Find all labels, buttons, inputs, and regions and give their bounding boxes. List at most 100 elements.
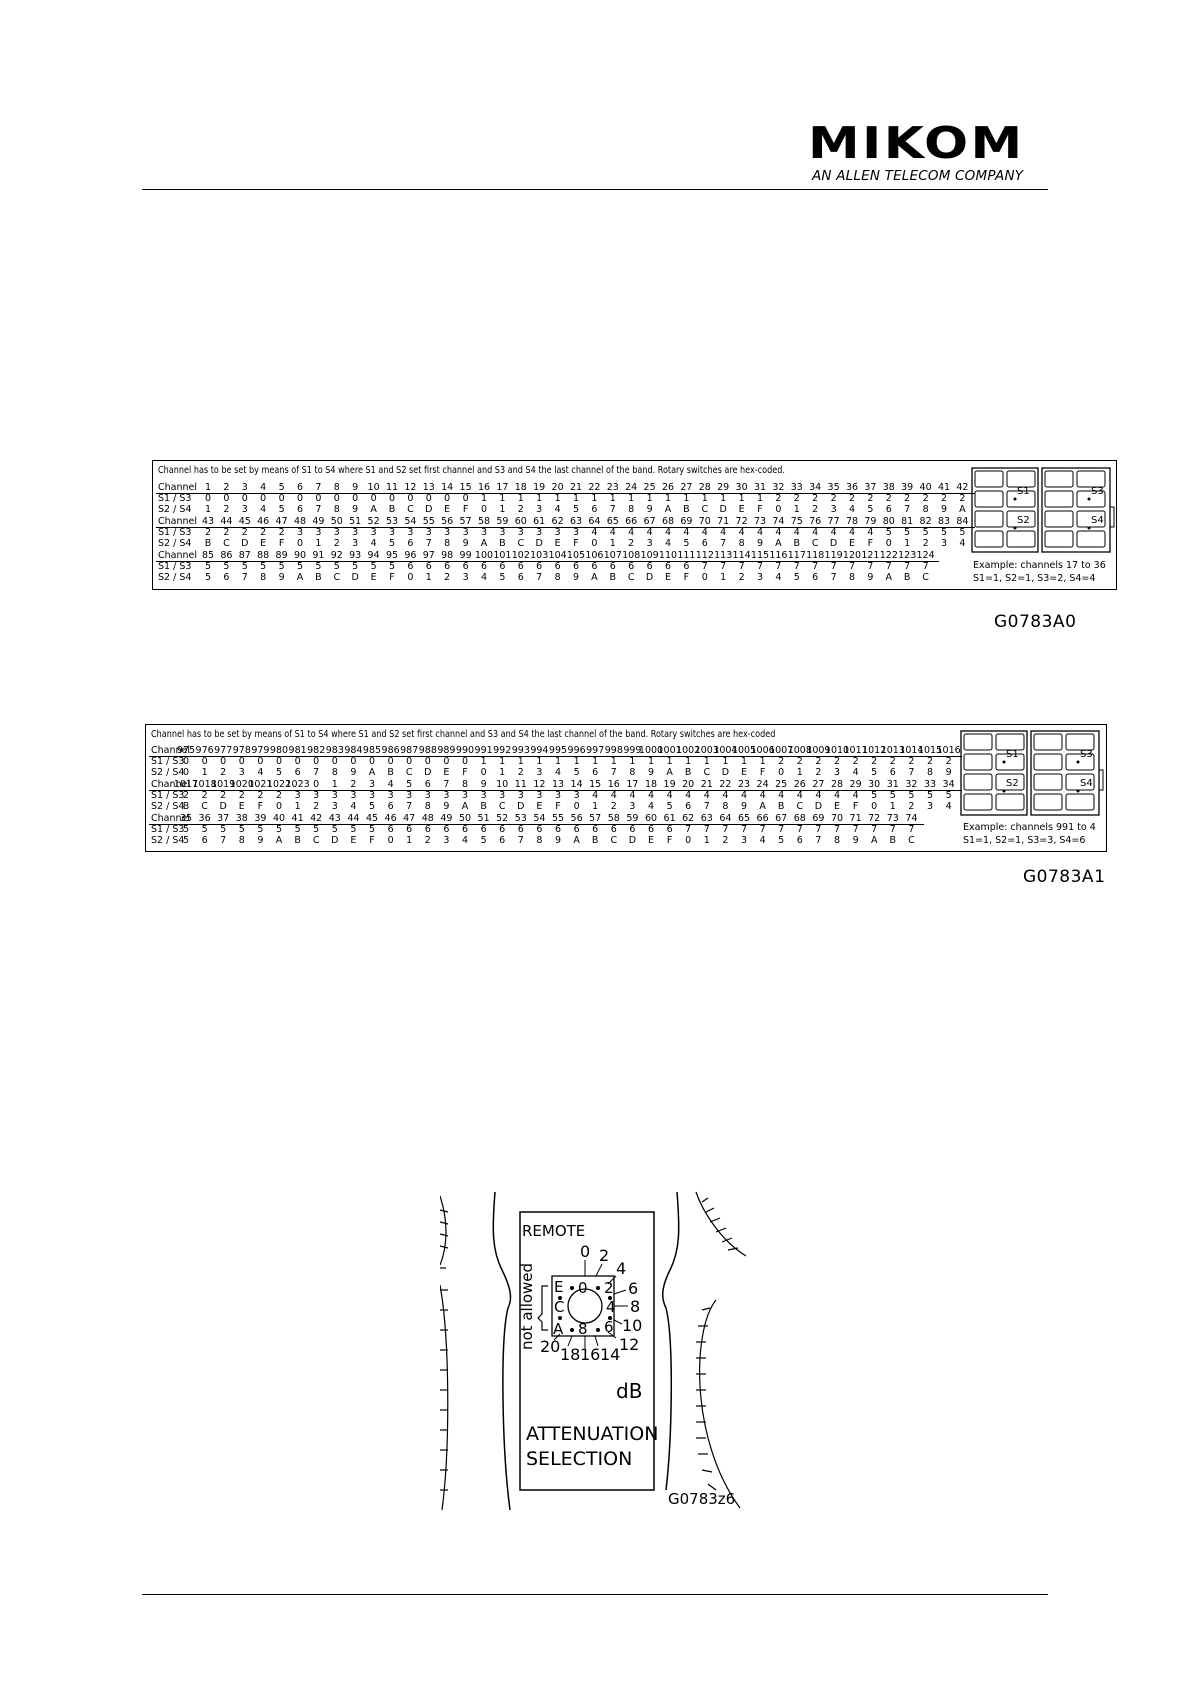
- table-cell: 0: [182, 767, 190, 778]
- table-cell: 999: [623, 745, 642, 756]
- table-cell: 9: [852, 835, 859, 846]
- table-cell: 3: [833, 767, 841, 778]
- table-cell: 5: [499, 572, 506, 583]
- table-cell: 7: [852, 824, 859, 835]
- header-rule: [142, 189, 1048, 190]
- table-cell: 8: [833, 835, 841, 846]
- table-cell: 3: [443, 790, 450, 801]
- db-16: 16: [580, 1345, 600, 1364]
- table-cell: 74: [905, 813, 918, 824]
- table-cell: 58: [607, 813, 620, 824]
- table-cell: 6: [554, 824, 562, 835]
- table-cell: 25: [775, 779, 788, 790]
- row-underline: [156, 527, 976, 528]
- table-cell: 6: [294, 767, 301, 778]
- table-cell: 7: [889, 824, 896, 835]
- table-cell: 1: [664, 493, 672, 504]
- table-cell: 27: [812, 779, 825, 790]
- table-cell: 115: [750, 550, 770, 561]
- table-cell: 90: [293, 550, 307, 561]
- table-cell: 0: [278, 493, 285, 504]
- switch-cell: [1033, 773, 1063, 791]
- table-cell: 7: [703, 824, 710, 835]
- table-cell: 5: [275, 767, 283, 778]
- switch-label-s2: S2: [1006, 778, 1019, 789]
- example-values: S1=1, S2=1, S3=3, S4=6: [963, 835, 1086, 846]
- switch-cell: [1006, 470, 1036, 488]
- table-cell: 3: [406, 790, 413, 801]
- table-cell: 5: [867, 504, 874, 515]
- table-cell: 3: [830, 504, 837, 515]
- switch-dot: [1013, 497, 1017, 501]
- db-4: 4: [616, 1259, 626, 1278]
- table-cell: 4: [830, 527, 837, 538]
- table-cell: 43: [201, 516, 215, 527]
- table-cell: 27: [680, 482, 693, 493]
- table-cell: 23: [737, 779, 751, 790]
- table-cell: 74: [772, 516, 785, 527]
- table-cell: B: [499, 538, 506, 549]
- table-cell: 2: [610, 801, 617, 812]
- table-cell: 123: [898, 550, 917, 561]
- switch-pos-top-right: 2: [604, 1279, 614, 1297]
- table-cell: 4: [591, 527, 598, 538]
- table-cell: 85: [201, 550, 215, 561]
- table-cell: 3: [444, 527, 451, 538]
- table-cell: 3: [499, 790, 506, 801]
- table-cell: 1: [499, 493, 506, 504]
- table-cell: 0: [352, 493, 359, 504]
- table-cell: 7: [922, 561, 929, 572]
- switch-cell: [1044, 530, 1074, 548]
- table-cell: 5: [315, 561, 322, 572]
- table-cell: E: [554, 538, 561, 549]
- table-cell: 5: [959, 527, 966, 538]
- table-cell: 3: [740, 835, 748, 846]
- table-cell: 34: [942, 779, 955, 790]
- table-cell: 980: [269, 745, 289, 756]
- table-cell: 107: [603, 550, 622, 561]
- row-underline: [156, 561, 939, 562]
- remote-label: REMOTE: [522, 1222, 585, 1240]
- switch-cell: [1006, 510, 1036, 528]
- table-cell: 7: [406, 801, 413, 812]
- table-cell: B: [204, 538, 212, 549]
- table-cell: B: [182, 801, 190, 812]
- table-cell: 46: [384, 813, 397, 824]
- table-cell: 3: [238, 767, 245, 778]
- table-cell: 9: [756, 538, 764, 549]
- table-cell: 37: [217, 813, 230, 824]
- board-right: [1041, 467, 1111, 553]
- table-cell: D: [424, 767, 432, 778]
- table-cell: 5: [370, 561, 377, 572]
- table-cell: 0: [685, 835, 692, 846]
- table-cell: 24: [756, 779, 769, 790]
- table-cell: 77: [827, 516, 840, 527]
- board-left: [971, 467, 1039, 553]
- switch-label-s4: S4: [1080, 778, 1093, 789]
- switch-cell: [1033, 733, 1063, 751]
- table-cell: 7: [720, 561, 727, 572]
- table-cell: 111: [677, 550, 696, 561]
- table-cell: 7: [609, 504, 616, 515]
- switch-cell: [963, 773, 993, 791]
- table-cell: 3: [370, 527, 377, 538]
- table-cell: 2: [238, 790, 245, 801]
- table-cell: 69: [812, 813, 825, 824]
- table-cell: 2: [922, 538, 929, 549]
- table-cell: 4: [759, 790, 766, 801]
- table-cell: 1: [480, 493, 488, 504]
- table-cell: 1: [294, 801, 301, 812]
- table-cell: 988: [418, 745, 437, 756]
- table-cell: 1: [738, 493, 745, 504]
- table-cell: 6: [592, 767, 599, 778]
- table-cell: 3: [756, 572, 764, 583]
- table-cell: 87: [238, 550, 251, 561]
- table-cell: 7: [830, 561, 837, 572]
- table-cell: 1: [517, 756, 524, 767]
- table-cell: 19: [533, 482, 546, 493]
- table-cell: 50: [330, 516, 343, 527]
- table-cell: 3: [424, 790, 431, 801]
- table-cell: 5: [275, 824, 283, 835]
